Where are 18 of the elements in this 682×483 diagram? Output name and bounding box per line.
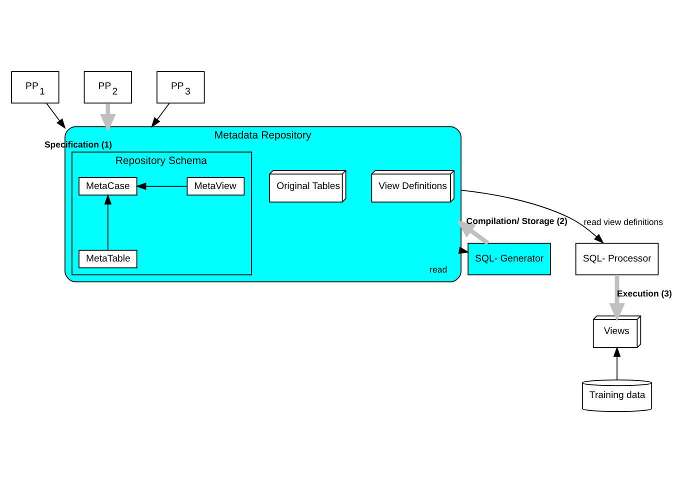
node-box: SQL- Generator: [468, 242, 551, 276]
node-box: SQL- Processor: [575, 242, 659, 276]
arrow: [609, 274, 625, 322]
node-box: MetaCase: [78, 177, 138, 196]
arrow: [613, 346, 621, 380]
edge-label: Execution (3): [617, 288, 672, 299]
node-box: MetaView: [186, 177, 245, 196]
arrow: [456, 220, 490, 245]
arrow: [151, 102, 170, 128]
arrow: [460, 190, 604, 244]
arrow: [46, 102, 66, 130]
edge-label: Compilation/ Storage (2): [466, 216, 568, 226]
arrow: [100, 103, 116, 132]
node-box: MetaTable: [78, 250, 138, 268]
edge-label: read: [430, 264, 448, 274]
arrow: [104, 194, 112, 251]
edge-label: read view definitions: [584, 216, 664, 227]
arrow: [136, 182, 188, 190]
